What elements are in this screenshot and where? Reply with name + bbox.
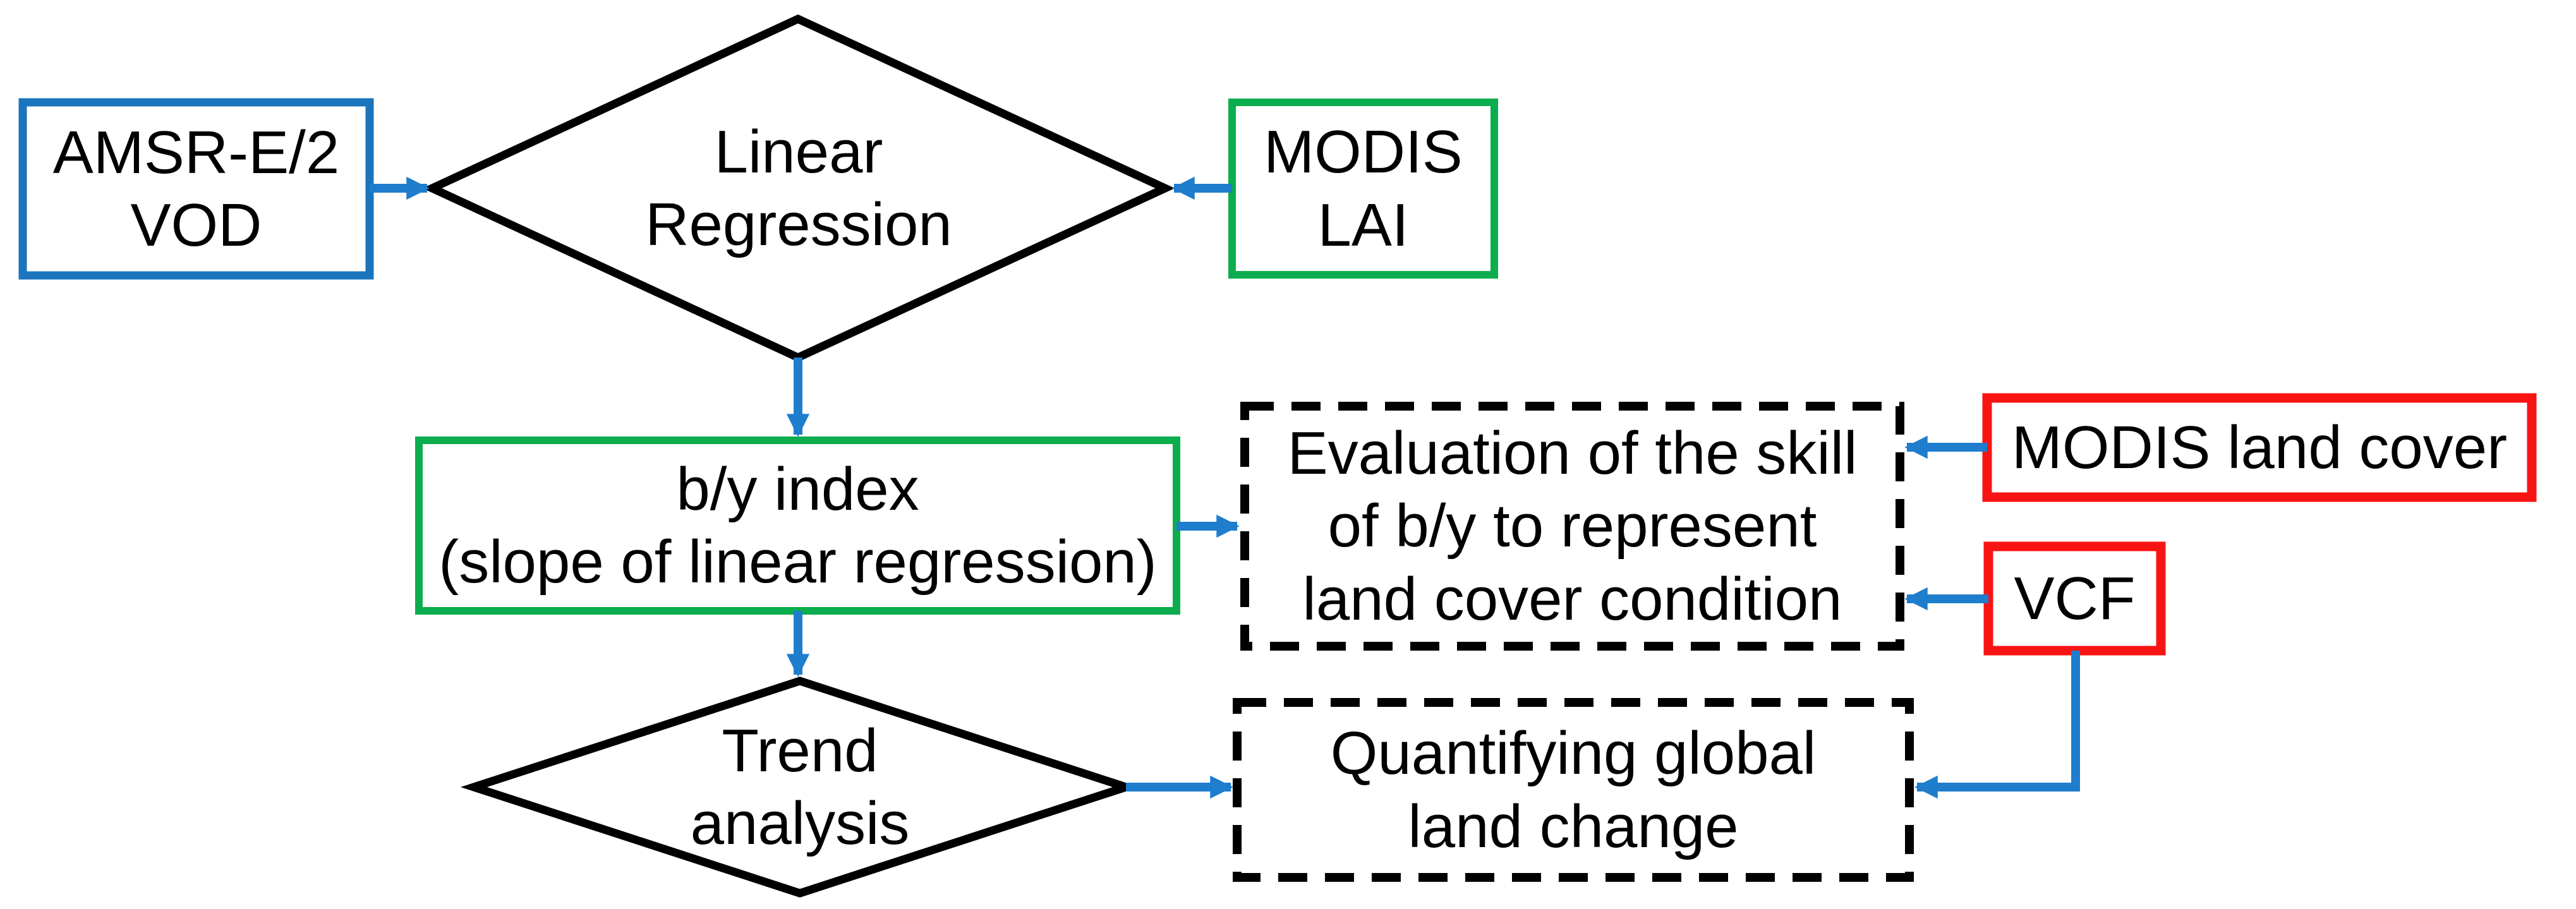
by-index-box (415, 436, 1180, 615)
modis-lai-box (1228, 99, 1498, 279)
vcf-box (1983, 541, 2166, 656)
trend-analysis-diamond (461, 677, 1139, 898)
evaluation-dashed-box (1240, 402, 1904, 651)
modis-land-cover-box (1982, 393, 2537, 502)
amsr-vod-box (18, 98, 374, 280)
linear-regression-diamond (422, 14, 1175, 363)
quantifying-dashed-box (1233, 698, 1914, 882)
arrow-vcf-to-quantifying (1914, 651, 2080, 799)
